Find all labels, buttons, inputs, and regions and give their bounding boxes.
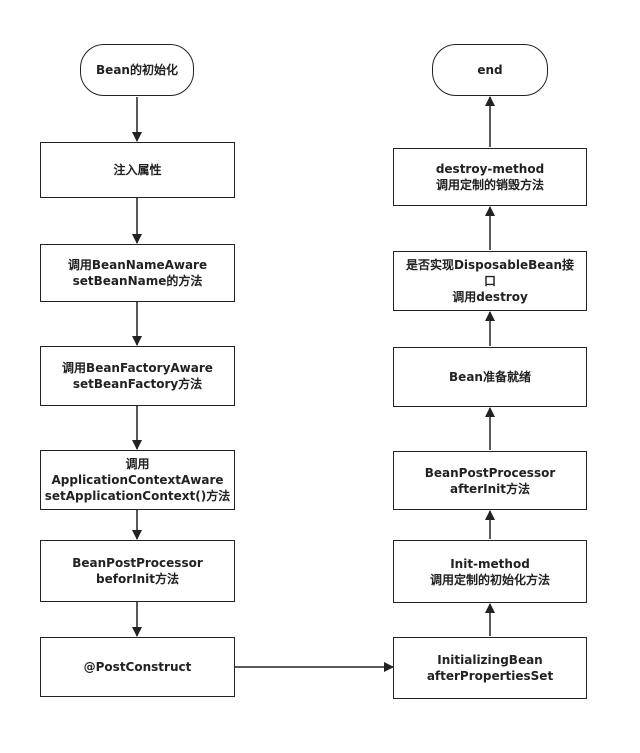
initializing-bean-step: InitializingBean afterPropertiesSet (393, 637, 587, 699)
disposable-bean-step: 是否实现DisposableBean接口调用destroy (393, 251, 587, 311)
node-label-line: setBeanFactory方法 (72, 377, 203, 391)
before-init-step: BeanPostProcessor beforInit方法 (40, 540, 235, 602)
node-label-line: BeanPostProcessor (72, 556, 203, 570)
node-label-line: afterInit方法 (450, 481, 530, 496)
node-label-line: end (477, 63, 503, 77)
post-construct-step: @PostConstruct (40, 637, 235, 697)
node-label-line: ApplicationContextAware (51, 473, 224, 487)
destroy-method-step: destroy-method 调用定制的销毁方法 (393, 148, 587, 206)
end-terminal: end (432, 44, 548, 96)
node-label-line: destroy-method (435, 162, 545, 176)
node-label-line: InitializingBean (437, 653, 543, 667)
node-label-line: 调用BeanNameAware (67, 258, 208, 272)
node-label-line: setBeanName的方法 (72, 274, 203, 288)
node-label-line: 是否实现DisposableBean接 (405, 258, 575, 272)
application-context-aware-step: 调用 ApplicationContextAware setApplicationC… (40, 450, 235, 510)
node-label-line: afterPropertiesSet (426, 669, 554, 683)
node-label-line: 口 (483, 274, 496, 288)
node-label-line: Bean的初始化 (96, 63, 178, 77)
inject-properties-step: 注入属性 (40, 142, 235, 198)
node-label-line: 注入属性 (113, 163, 162, 177)
node-label-line: Init-method (450, 556, 530, 571)
node-label-line: 调用destroy (452, 290, 528, 304)
bean-factory-aware-step: 调用BeanFactoryAware setBeanFactory方法 (40, 346, 235, 406)
node-label-line: 调用BeanFactoryAware (62, 361, 213, 375)
start-terminal: Bean的初始化 (80, 44, 194, 96)
node-label-line: Bean准备就绪 (449, 370, 531, 384)
node-label-line: beforInit方法 (96, 572, 179, 586)
node-label-line: BeanPostProcessor (424, 465, 556, 480)
node-label-line: 调用定制的销毁方法 (435, 178, 544, 192)
node-label-line: @PostConstruct (83, 660, 192, 674)
node-label-line: 调用 (125, 457, 150, 471)
node-label-line: 调用定制的初始化方法 (429, 572, 550, 587)
bean-ready-step: Bean准备就绪 (393, 347, 587, 407)
node-label-line: setApplicationContext()方法 (44, 489, 231, 503)
bean-name-aware-step: 调用BeanNameAware setBeanName的方法 (40, 244, 235, 302)
